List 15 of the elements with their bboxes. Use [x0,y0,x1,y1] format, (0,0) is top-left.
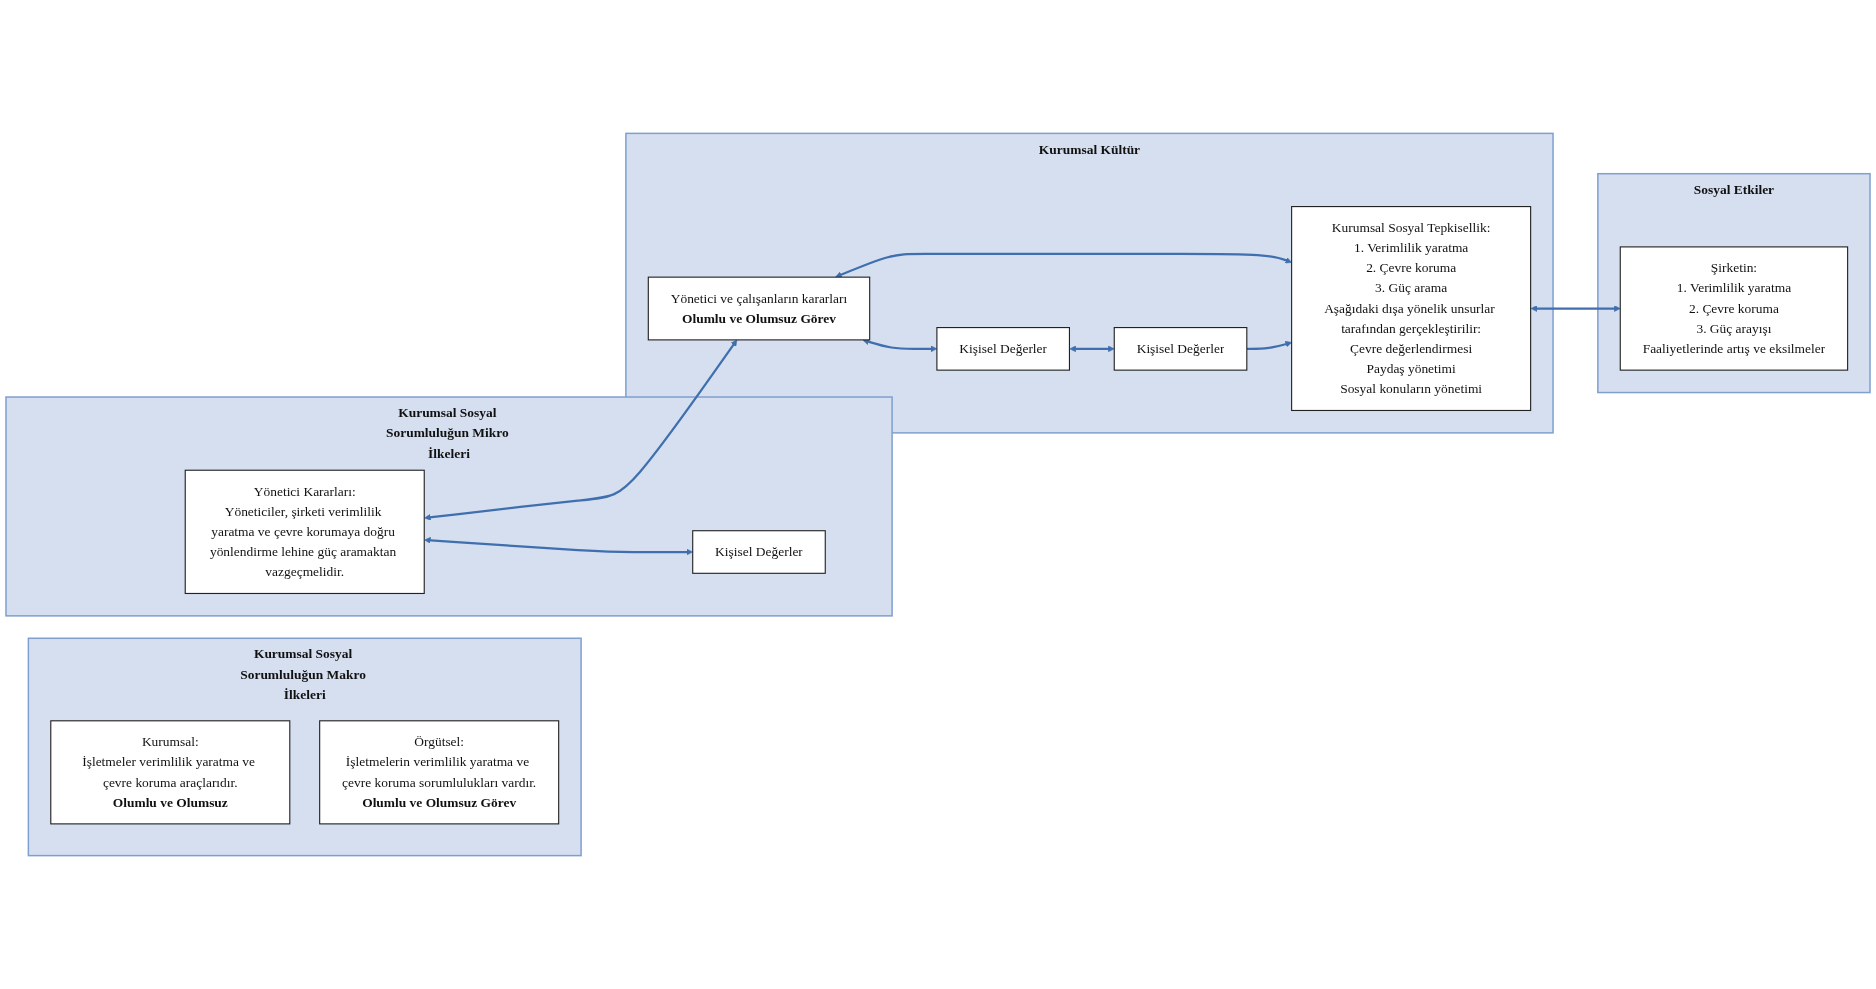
node-box: Kişisel Değerler [692,530,826,574]
node-box: Kişisel Değerler [936,327,1070,371]
node-box: Kurumsal: İşletmeler verimlilik yaratma ve çevre koruma araçlarıdır. Olumlu ve Olumsuz [50,720,291,825]
node-box: Yönetici Kararları: Yöneticiler, şirketi verimlilik yaratma ve çevre korumaya doğru yönlendirme lehine güç aramaktan vazgeçmelidir. [184,469,425,594]
node-box: Kurumsal Sosyal Tepkisellik: 1. Verimlilik yaratma 2. Çevre koruma 3. Güç arama Aşağıdaki dışa yönelik unsurlar tarafından gerçekleştirilir: Çevre değerlendirmesi Paydaş yönetimi Sosyal konuların yönetimi [1291,206,1532,412]
node-box: Örgütsel: İşletmelerin verimlilik yaratma ve çevre koruma sorumlulukları vardır. Olumlu ve Olumsuz Görev [319,720,560,825]
arrow [1246,340,1292,350]
node-box: Yönetici ve çalışanların kararları Olumlu ve Olumsuz Görev [647,276,871,341]
arrow [424,339,738,521]
arrow [835,252,1292,278]
node-box: Şirketin: 1. Verimlilik yaratma 2. Çevre koruma 3. Güç arayışı Faaliyetlerinde artış ve eksilmeler [1619,246,1849,371]
arrow [1530,305,1621,312]
arrow [424,537,693,556]
node-box: Kişisel Değerler [1113,327,1248,371]
arrow [1069,345,1115,353]
